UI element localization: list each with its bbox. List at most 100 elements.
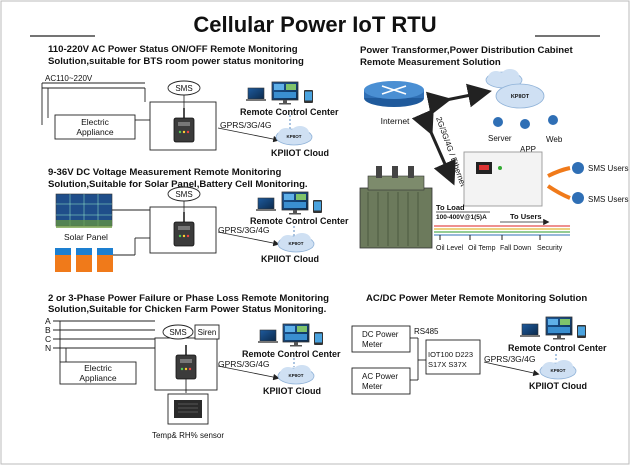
fall-down-label: Fall Down — [500, 245, 531, 252]
rcc-label-1: Remote Control Center — [240, 107, 339, 117]
appliance-label-3a: Electric — [84, 363, 113, 373]
cloud-label-5: KPIIOT Cloud — [529, 381, 587, 391]
phase-c-label: C — [45, 334, 51, 344]
gprs-label-3: GPRS/3G/4G — [218, 359, 270, 369]
rs485-label: RS485 — [414, 327, 439, 336]
battery-cells-image — [55, 248, 113, 272]
gprs-label-1: GPRS/3G/4G — [220, 120, 272, 130]
cloud-logo-1: KPIIOT — [286, 134, 301, 139]
tablet-icon-1 — [304, 90, 313, 103]
server-user-icon — [493, 117, 503, 127]
monitor-icon-5 — [545, 316, 573, 340]
internet-label: Internet — [381, 116, 410, 126]
load-range-label: 100-400V@1(5)A — [436, 214, 487, 221]
section-transformer: Power Transformer,Power Distribution Cab… — [359, 45, 628, 252]
security-label: Security — [537, 245, 563, 252]
s3-heading-line1: 2 or 3-Phase Power Failure or Phase Loss… — [48, 293, 329, 304]
sms-label-3: SMS — [169, 328, 186, 337]
phase-n-label: N — [45, 343, 51, 353]
cloud-label-1: KPIIOT Cloud — [271, 148, 329, 158]
siren-box — [194, 324, 220, 340]
to-users-label: To Users — [510, 212, 542, 221]
s2-heading-line2: Solution,Suitable for Solar Panel,Batter… — [48, 179, 308, 190]
cloud-logo-5: KPIIOT — [550, 368, 565, 373]
sensor-lines — [434, 225, 570, 240]
sms-bubble-3 — [162, 324, 194, 340]
solar-panel-image — [55, 193, 113, 228]
solar-panel-label: Solar Panel — [64, 232, 108, 242]
oil-level-label: Oil Level — [436, 245, 464, 252]
ac-meter-label-1: AC Power — [362, 372, 398, 381]
app-label: APP — [520, 145, 536, 154]
sms-users-label-2: SMS Users — [588, 195, 628, 204]
web-label: Web — [546, 135, 563, 144]
laptop-icon-2 — [255, 197, 277, 212]
monitor-icon-1 — [271, 81, 299, 105]
phase-a-label: A — [45, 316, 51, 326]
appliance-label-1a: Electric — [81, 117, 110, 127]
to-load-label: To Load — [436, 203, 465, 212]
section-dc-voltage: 9-36V DC Voltage Measurement Remote Moni… — [48, 167, 349, 272]
s3-heading-line2: Solution,Suitable for Chicken Farm Power… — [48, 304, 326, 315]
ac-meter-box — [351, 367, 411, 395]
sms-users-label-1: SMS Users — [588, 164, 628, 173]
siren-label: Siren — [198, 328, 217, 337]
appliance-label-3b: Appliance — [79, 373, 117, 383]
tablet-icon-3 — [314, 332, 323, 345]
internet-router-icon — [364, 81, 424, 107]
phase-b-label: B — [45, 325, 51, 335]
rcc-label-3: Remote Control Center — [242, 349, 341, 359]
section-power-meter: AC/DC Power Meter Remote Monitoring Solu… — [351, 293, 607, 395]
electric-appliance-box-3 — [59, 361, 137, 385]
dc-meter-label-1: DC Power — [362, 330, 399, 339]
distribution-cabinet-image — [463, 151, 543, 207]
temp-rh-sensor-image — [167, 393, 209, 425]
tablet-icon-2 — [313, 200, 322, 213]
server-label: Server — [488, 134, 512, 143]
monitor-icon-3 — [282, 323, 310, 347]
s1-heading-line2: Solution,suitable for BTS room power sta… — [48, 56, 304, 67]
cloud-logo-4: KPIIOT — [511, 94, 530, 100]
electric-appliance-box-1 — [54, 114, 136, 140]
monitor-icon-2 — [281, 191, 309, 215]
dc-meter-box — [351, 325, 411, 353]
appliance-label-1b: Appliance — [76, 127, 114, 137]
ac-voltage-label: AC110~220V — [45, 74, 93, 83]
models-label-2: S17X S37X — [428, 360, 467, 369]
cloud-label-2: KPIIOT Cloud — [261, 254, 319, 264]
sms-users-icon-2 — [572, 192, 584, 204]
s4-heading-line2: Remote Measurement Solution — [360, 57, 501, 68]
sms-label-2: SMS — [175, 190, 192, 199]
oil-temp-label: Oil Temp — [468, 245, 496, 252]
orange-arrow-upper — [547, 166, 571, 178]
cloud-label-3: KPIIOT Cloud — [263, 386, 321, 396]
internet-cloud-link — [425, 83, 492, 116]
gprs-label-5: GPRS/3G/4G — [484, 354, 536, 364]
cloud-logo-3: KPIIOT — [288, 373, 303, 378]
sensor-label: Temp& RH% sensor — [152, 431, 224, 440]
app-user-icon — [520, 119, 530, 129]
dc-meter-label-2: Meter — [362, 340, 383, 349]
web-user-icon — [548, 115, 558, 125]
laptop-icon-1 — [245, 87, 267, 102]
s2-heading-line1: 9-36V DC Voltage Measurement Remote Moni… — [48, 167, 281, 178]
sms-label-1: SMS — [175, 84, 192, 93]
laptop-icon-3 — [257, 329, 279, 344]
rcc-label-5: Remote Control Center — [508, 343, 607, 353]
s1-heading-line1: 110-220V AC Power Status ON/OFF Remote M… — [48, 44, 298, 55]
rtu-enclosure-5 — [425, 339, 481, 375]
section-phase-failure: 2 or 3-Phase Power Failure or Phase Loss… — [45, 293, 341, 440]
tablet-icon-5 — [577, 325, 586, 338]
page-title: Cellular Power IoT RTU — [193, 12, 436, 37]
rcc-label-2: Remote Control Center — [250, 216, 349, 226]
transformer-image — [359, 166, 433, 249]
models-label-1: IOT100 D223 — [428, 350, 473, 359]
laptop-icon-5 — [519, 323, 541, 338]
orange-arrow-lower — [546, 184, 571, 200]
s4-heading-line1: Power Transformer,Power Distribution Cab… — [360, 45, 574, 56]
s5-heading: AC/DC Power Meter Remote Monitoring Solu… — [366, 293, 587, 304]
gprs-label-2: GPRS/3G/4G — [218, 225, 270, 235]
